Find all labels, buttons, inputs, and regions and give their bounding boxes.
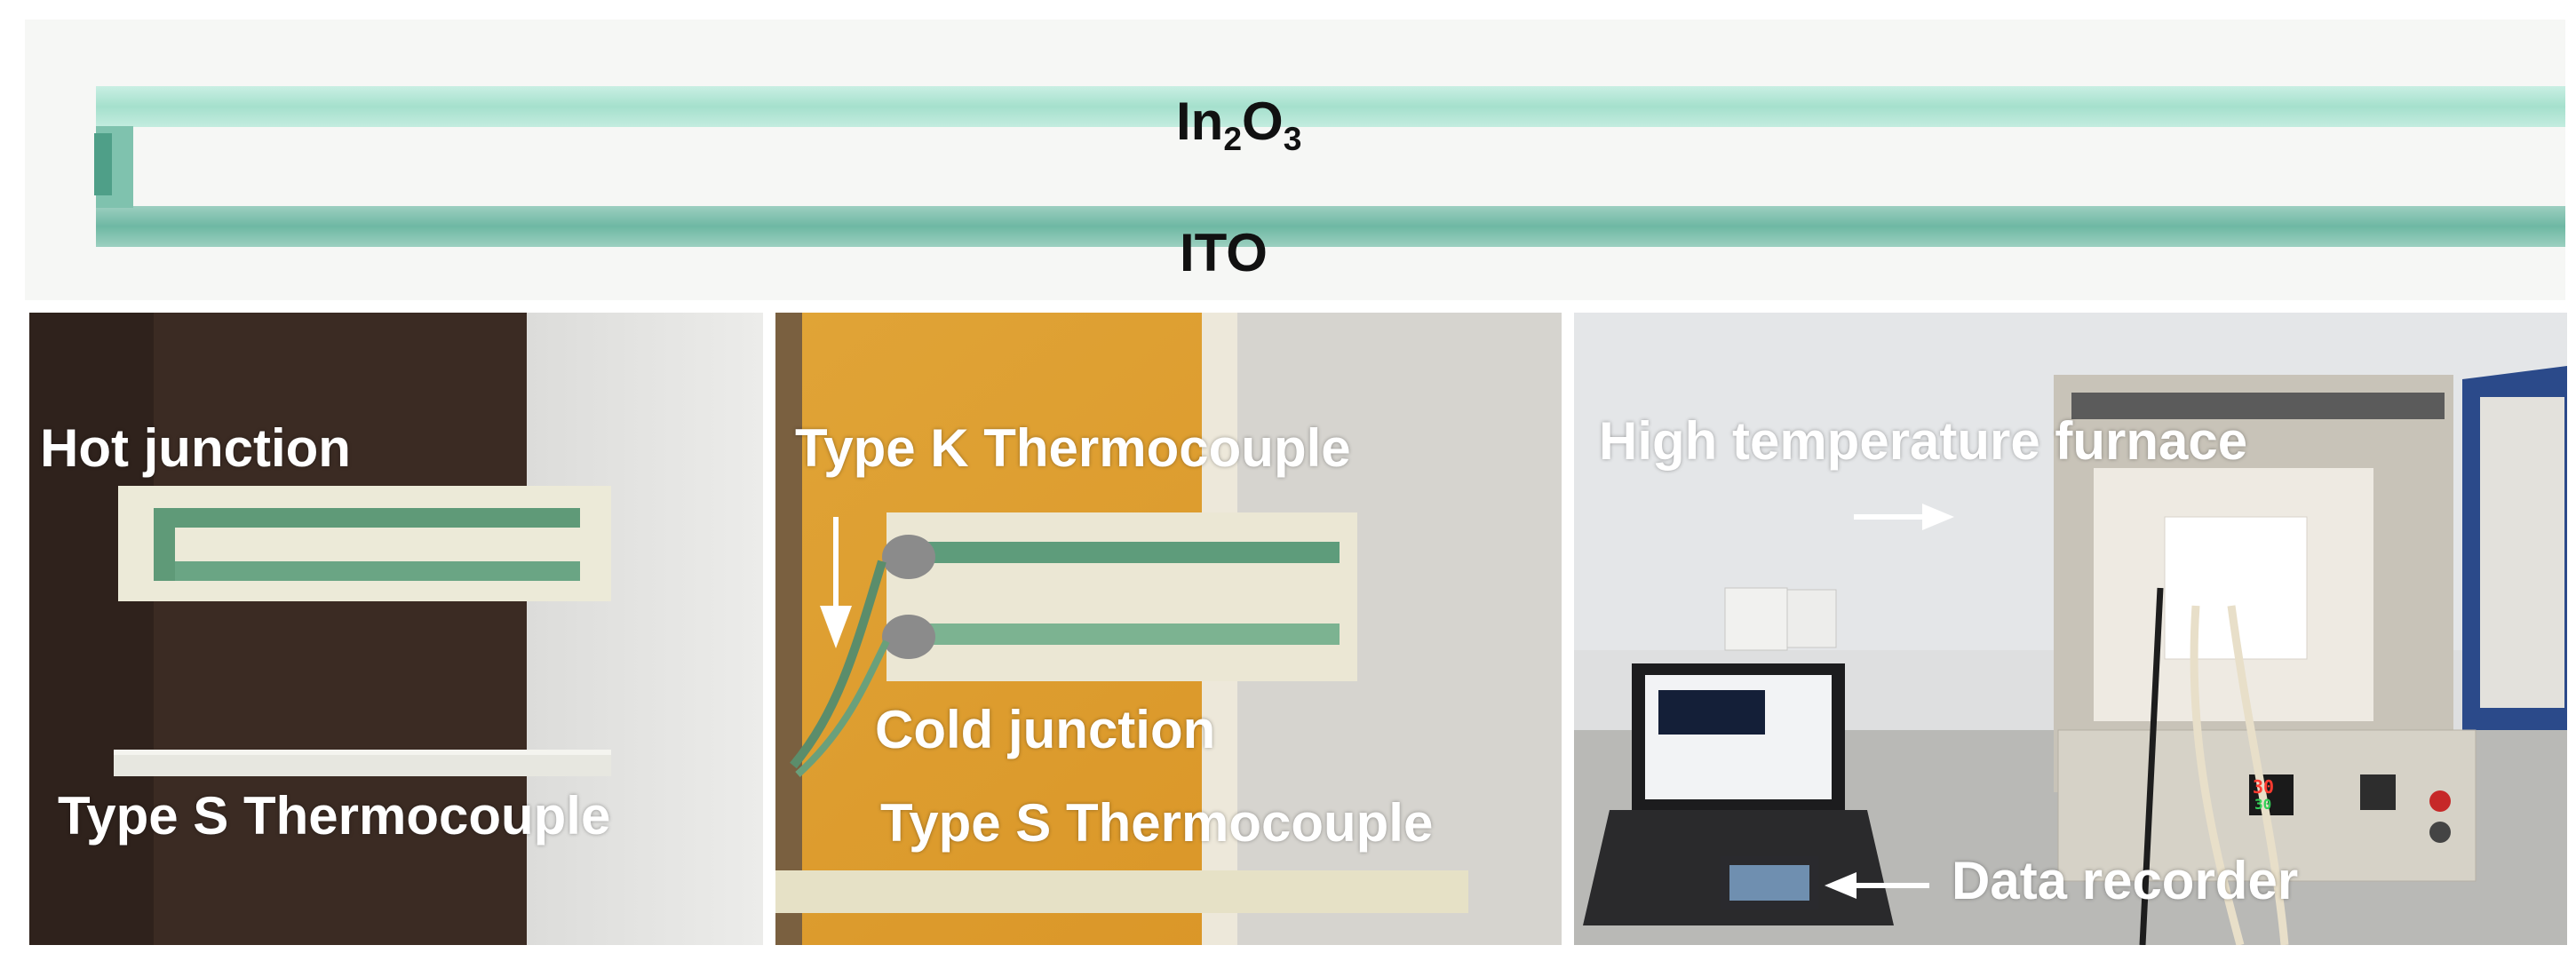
ito-strip — [96, 206, 2565, 247]
type-s-label-middle: Type S Thermocouple — [880, 793, 1434, 853]
cold-junction-scene — [775, 313, 1562, 945]
sensor-substrate — [886, 512, 1357, 681]
type-k-label: Type K Thermocouple — [795, 418, 1351, 478]
top-sensor-panel: In2O3 ITO — [25, 20, 2565, 300]
hot-junction-photo: Hot junction Type S Thermocouple — [29, 313, 763, 945]
type-s-label-left: Type S Thermocouple — [58, 786, 611, 846]
furnace-setup-photo: 30 30 High temperature furnace Data reco… — [1574, 313, 2567, 945]
contact-pad — [882, 615, 935, 659]
sensor-substrate — [118, 486, 611, 601]
ito-label: ITO — [1180, 223, 1268, 282]
furnace-scene — [1574, 313, 2567, 945]
in2o3-label: In2O3 — [1176, 91, 1302, 157]
contact-pad — [882, 535, 935, 579]
controller-display-top: 30 — [2253, 776, 2275, 798]
wall-socket — [1724, 587, 1788, 651]
cold-junction-label: Cold junction — [875, 700, 1216, 759]
type-s-tube — [775, 870, 1468, 913]
hot-junction-label: Hot junction — [40, 418, 351, 478]
furnace-label: High temperature furnace — [1599, 411, 2248, 471]
data-recorder-label: Data recorder — [1952, 851, 2299, 910]
controller-display-bottom: 30 — [2254, 796, 2272, 813]
cold-junction-photo: Type K Thermocouple Cold junction Type S… — [775, 313, 1562, 945]
in2o3-strip — [96, 86, 2565, 127]
hot-junction-scene — [29, 313, 763, 945]
sensor-strip-drawing — [25, 20, 2565, 300]
